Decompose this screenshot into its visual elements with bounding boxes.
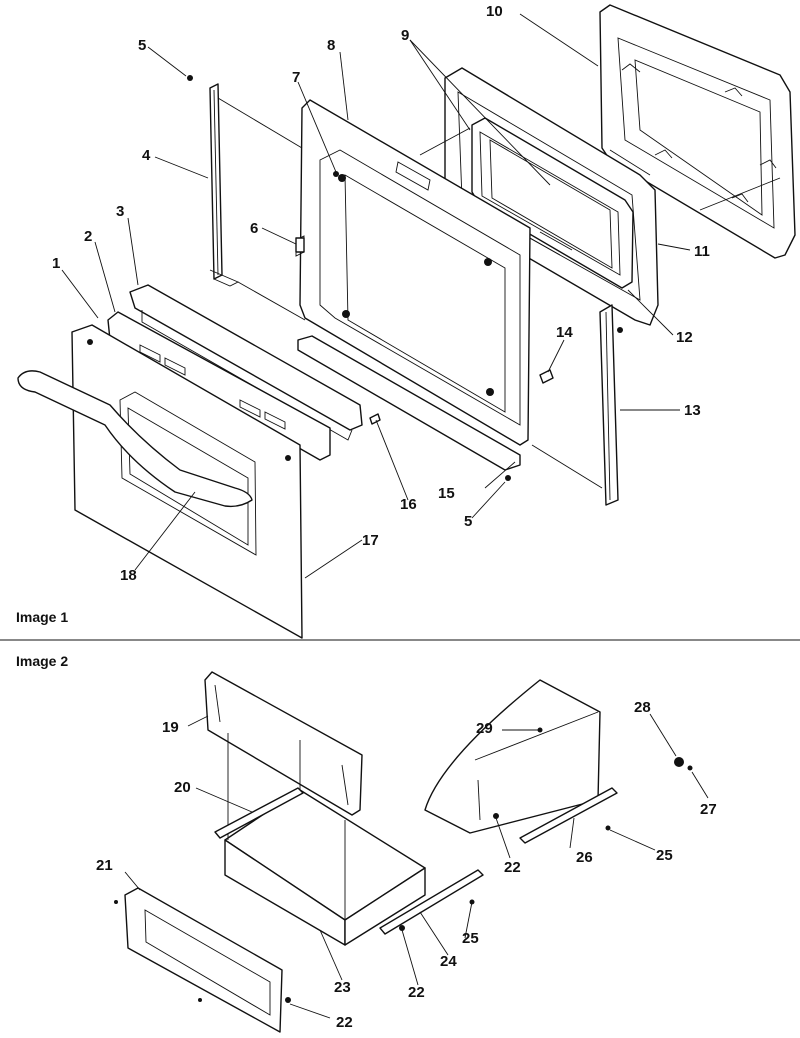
callout-22-bottom: 22 (408, 984, 425, 1001)
callout-14: 14 (556, 324, 573, 341)
part-28-roller (674, 757, 684, 767)
callout-21: 21 (96, 857, 113, 874)
part-29-side-panel (424, 679, 601, 834)
part-24-slide-rail (379, 869, 484, 935)
part-29-screw (537, 727, 543, 733)
part-21-screw-bottom (198, 998, 202, 1002)
callout-16: 16 (400, 496, 417, 513)
callout-3: 3 (116, 203, 124, 220)
callout-1: 1 (52, 255, 60, 272)
part-8-inner-panel (295, 99, 531, 446)
part-22-screw-b (399, 925, 405, 931)
part-4-hinge-channel (209, 83, 240, 287)
callout-13: 13 (684, 402, 701, 419)
part-16-screw (369, 413, 381, 425)
part-14-pin (539, 369, 554, 384)
part-25-screw-b (605, 825, 611, 831)
part-5-screw-bottom (505, 475, 511, 481)
callout-6: 6 (250, 220, 258, 237)
callout-19: 19 (162, 719, 179, 736)
callout-22-right: 22 (504, 859, 521, 876)
part-5-screw-top (187, 75, 193, 81)
callout-18: 18 (120, 567, 137, 584)
callout-10: 10 (486, 3, 503, 20)
image-2-label: Image 2 (16, 653, 68, 669)
callout-23: 23 (334, 979, 351, 996)
part-21-drawer-front (124, 887, 283, 1033)
part-12-glass-window (471, 117, 634, 289)
callout-24: 24 (440, 953, 457, 970)
part-27-screw (687, 765, 693, 771)
callout-26: 26 (576, 849, 593, 866)
part-18-door-handle (17, 370, 253, 508)
part-22-screw-c (285, 997, 291, 1003)
part-19-drawer-back (204, 671, 363, 816)
callout-5-top: 5 (138, 37, 146, 54)
callout-11: 11 (694, 243, 710, 260)
callout-25-right: 25 (656, 847, 673, 864)
callout-7: 7 (292, 69, 300, 86)
callout-2: 2 (84, 228, 92, 245)
callout-15: 15 (438, 485, 455, 502)
part-22-screw-a (493, 813, 499, 819)
callout-22-front: 22 (336, 1014, 353, 1031)
part-13-side-trim (599, 304, 619, 506)
image-1-panel: 1 2 3 4 5 6 7 8 9 10 11 12 13 14 15 5 16… (16, 3, 796, 639)
part-7-screw (333, 171, 339, 177)
part-13-screw (617, 327, 623, 333)
callout-28: 28 (634, 699, 651, 716)
part-15-bottom-channel (297, 335, 521, 471)
callout-25-left: 25 (462, 930, 479, 947)
callout-12: 12 (676, 329, 693, 346)
callout-17: 17 (362, 532, 379, 549)
part-20-slide-rail (214, 787, 304, 839)
part-23-drawer-box (224, 733, 426, 946)
callout-29: 29 (476, 720, 493, 737)
callout-20: 20 (174, 779, 191, 796)
image-1-label: Image 1 (16, 609, 68, 625)
callout-27: 27 (700, 801, 717, 818)
callout-9: 9 (401, 27, 409, 44)
part-6-clip (295, 237, 305, 253)
part-26-drawer-rail (519, 787, 618, 844)
callout-8: 8 (327, 37, 335, 54)
callout-5-bottom: 5 (464, 513, 472, 530)
callout-4: 4 (142, 147, 151, 164)
image-2-panel: Image 2 (16, 653, 717, 1033)
part-21-screw (114, 900, 118, 904)
